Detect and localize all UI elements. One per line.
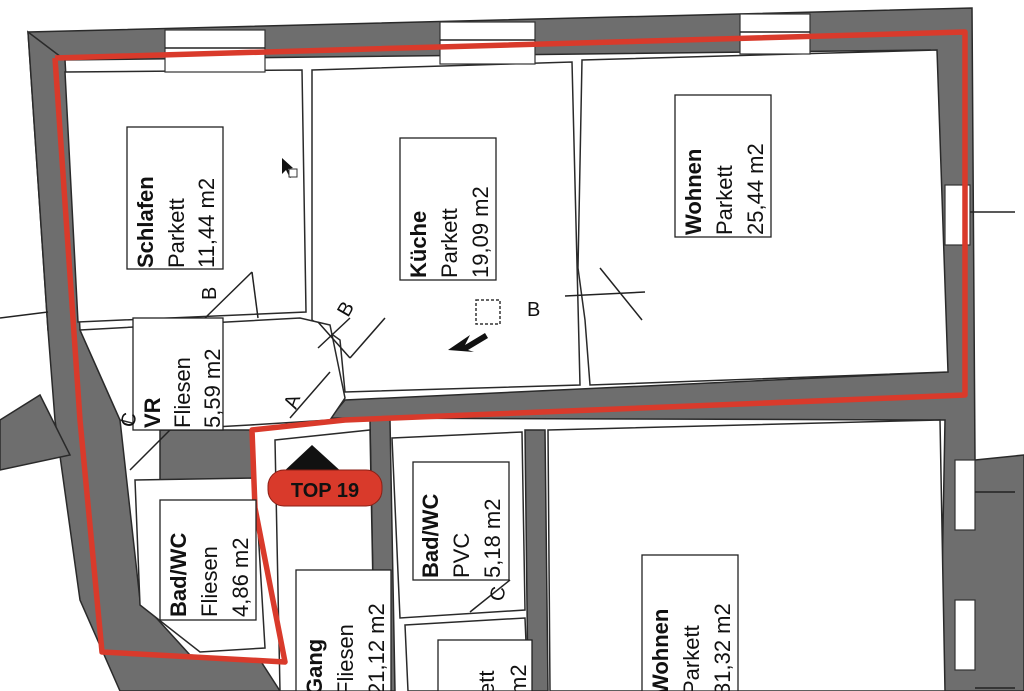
unit-label: TOP 19 (291, 480, 359, 502)
door-swings (0, 211, 1015, 689)
door-letter-c-bad: C (486, 585, 510, 603)
room-area-bad-wc-1: 4,86 m2 (228, 538, 253, 618)
room-area-gang: 21,12 m2 (364, 603, 389, 691)
unit-badge: TOP 19 (267, 469, 383, 507)
door-letter-b-schlafen: B (199, 287, 221, 300)
room-area-partial: m2 (506, 664, 531, 691)
windows (164, 13, 976, 671)
room-name-kueche: Küche (406, 211, 431, 278)
room-material-schlafen: Parkett (164, 198, 189, 268)
room-material-wohnen-2: Parkett (679, 625, 704, 691)
room-material-gang: Fliesen (333, 624, 358, 691)
room-area-vr: 5,59 m2 (200, 349, 225, 429)
room-name-bad-wc-1: Bad/WC (166, 533, 191, 617)
room-material-bad-wc-1: Fliesen (197, 546, 222, 617)
unit-boundary (52, 29, 968, 665)
room-name-wohnen-2: Wohnen (648, 609, 673, 691)
room-material-bad-wc-2: PVC (449, 533, 474, 578)
door-letter-c-vr: C (117, 411, 141, 429)
room-area-wohnen-1: 25,44 m2 (743, 143, 768, 235)
room-material-kueche: Parkett (437, 208, 462, 278)
room-name-gang: Gang (302, 639, 327, 691)
room-area-schlafen: 11,44 m2 (194, 178, 219, 268)
annotation-symbols (280, 158, 501, 475)
room-name-vr: VR (140, 397, 165, 428)
room-material-wohnen-1: Parkett (712, 165, 737, 235)
room-labels (126, 94, 772, 691)
room-material-vr: Fliesen (170, 357, 195, 428)
room-area-kueche: 19,09 m2 (468, 186, 493, 278)
room-area-bad-wc-2: 5,18 m2 (480, 499, 505, 579)
room-name-bad-wc-2: Bad/WC (418, 494, 443, 578)
room-wohnen-2 (547, 419, 946, 691)
room-name-wohnen-1: Wohnen (681, 149, 706, 235)
room-area-wohnen-2: 31,32 m2 (710, 603, 735, 691)
door-letter-b-wohnen: B (527, 299, 540, 321)
room-material-partial: ett (474, 671, 499, 691)
entrance-arrow-icon (280, 445, 345, 475)
room-name-schlafen: Schlafen (133, 176, 158, 268)
